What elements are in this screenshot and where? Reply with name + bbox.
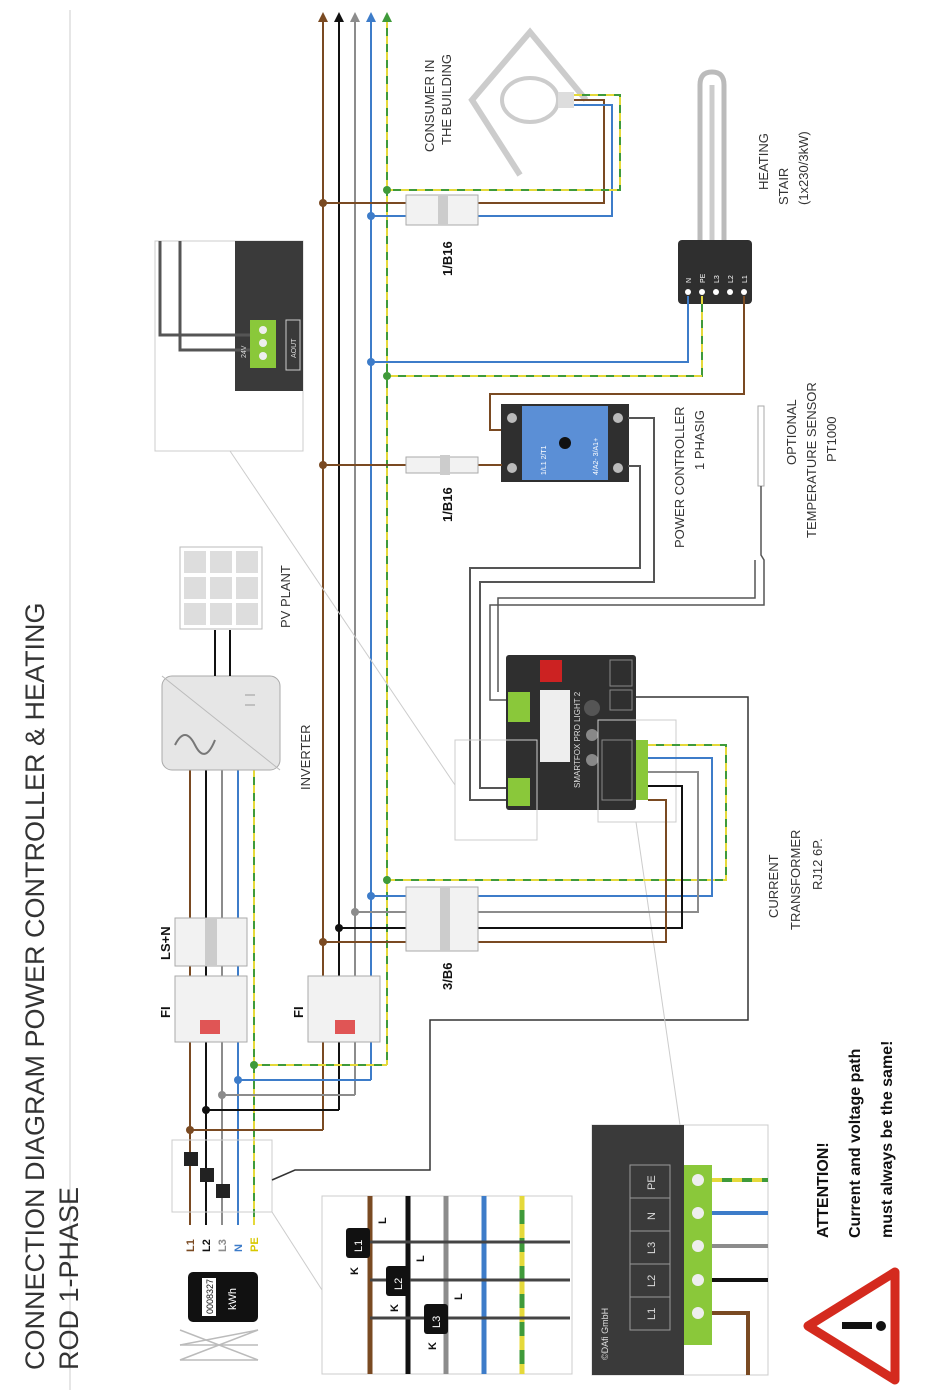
temp-sensor-label: OPTIONAL TEMPERATURE SENSOR PT1000 — [784, 382, 839, 538]
power-controller — [501, 404, 629, 482]
meter-reading: 0008327 — [205, 1279, 215, 1314]
pc-wires — [323, 417, 655, 801]
term-l2: L2 — [646, 1275, 658, 1287]
heating-term-pe: PE — [700, 273, 707, 283]
dafi-label: ©DAfi GmbH — [600, 1308, 610, 1360]
inverter-label: INVERTER — [298, 725, 313, 791]
consumer-house — [468, 27, 589, 177]
term-l1: L1 — [646, 1308, 658, 1320]
fi-right — [307, 975, 381, 1043]
ct-zoom-l-a: L — [377, 1217, 389, 1224]
pv-panel — [179, 546, 263, 630]
page-subtitle: ROD 1-PHASE — [54, 1187, 84, 1370]
temp-label-line1: OPTIONAL — [784, 399, 799, 465]
breaker-mid-label: 1/B16 — [440, 487, 455, 522]
aout-24v: 24V — [241, 345, 248, 358]
pc-label: POWER CONTROLLER 1 PHASIG — [672, 406, 707, 548]
heating-rod — [678, 69, 752, 304]
ct-zoom-labels: L1 L2 L3 K K K L L L — [349, 1217, 465, 1350]
smartfox-device — [506, 655, 648, 810]
ct-zoom-l-b: L — [415, 1255, 427, 1262]
ls-n-label: LS+N — [158, 926, 173, 960]
term-n: N — [646, 1212, 658, 1220]
temp-label-line3: PT1000 — [824, 416, 839, 462]
energy-meter — [188, 1272, 258, 1322]
heating-label: HEATING STAIR (1x230/3kW) — [756, 131, 811, 205]
pc-label-line1: POWER CONTROLLER — [672, 406, 687, 548]
phase-label-l1: L1 — [185, 1239, 197, 1252]
title-block: CONNECTION DIAGRAM POWER CONTROLLER & HE… — [20, 10, 84, 1390]
temp-label-line2: TEMPERATURE SENSOR — [804, 382, 819, 538]
heating-label-line3: (1x230/3kW) — [796, 131, 811, 205]
heating-label-line2: STAIR — [776, 168, 791, 205]
terminal-zoom — [591, 1124, 769, 1376]
ct-label-line2: TRANSFORMER — [788, 830, 803, 930]
smartfox-brand: SMARTFOX PRO LIGHT 2 — [573, 691, 582, 788]
fi-left-label: FI — [158, 1006, 173, 1018]
ct-zoom-k2: K — [389, 1304, 401, 1312]
ls-n-breaker — [174, 917, 248, 967]
pc-term-2: 4/A2- 3/A1+ — [593, 438, 600, 475]
attention-block — [803, 1267, 900, 1385]
bus-arrows — [318, 12, 392, 22]
term-l3: L3 — [646, 1242, 658, 1254]
terminal-zoom-labels: PE N L3 L2 L1 ©DAfi GmbH — [600, 1175, 658, 1360]
breaker-top — [405, 194, 479, 226]
ct-bundle — [171, 696, 749, 1213]
attention-line2: must always be the same! — [879, 1041, 896, 1238]
phase-labels: L1 L2 L3 N PE — [185, 1237, 261, 1252]
pc-term-1: 1/L1 2/T1 — [541, 445, 548, 475]
attention-line1: Current and voltage path — [847, 1049, 864, 1238]
heating-terminal-labels: N PE L3 L2 L1 — [686, 273, 749, 283]
junction-dots — [186, 1061, 258, 1134]
page-title: CONNECTION DIAGRAM POWER CONTROLLER & HE… — [20, 602, 50, 1370]
heating-label-line1: HEATING — [756, 133, 771, 190]
fi-right-label: FI — [291, 1006, 306, 1018]
fi-left — [174, 975, 248, 1043]
phase-label-n: N — [233, 1244, 245, 1252]
ct-label-line3: RJ12 6P. — [810, 838, 825, 890]
inverter — [161, 675, 281, 771]
ct-zoom-l-c: L — [453, 1293, 465, 1300]
ct-zoom — [321, 1195, 573, 1375]
pylon-icon — [179, 1329, 259, 1361]
breaker-3p-label: 3/B6 — [440, 963, 455, 990]
attention-heading: ATTENTION! — [815, 1142, 832, 1238]
phase-label-l2: L2 — [201, 1239, 213, 1252]
phase-label-pe: PE — [249, 1237, 261, 1252]
heating-term-n: N — [686, 278, 693, 283]
ct-zoom-l1: L1 — [353, 1240, 365, 1252]
breaker-mid — [405, 455, 479, 475]
heating-term-l3: L3 — [714, 275, 721, 283]
pc-label-line2: 1 PHASIG — [692, 410, 707, 470]
ct-label: CURRENT TRANSFORMER RJ12 6P. — [766, 830, 825, 930]
ct-zoom-l2: L2 — [393, 1278, 405, 1290]
meter-unit: kWh — [227, 1288, 239, 1310]
ct-zoom-k1: K — [349, 1267, 361, 1275]
consumer-label: CONSUMER IN THE BUILDING — [422, 54, 454, 152]
aout-label: AOUT — [291, 338, 298, 358]
pv-label: PV PLANT — [278, 565, 293, 628]
ct-label-line1: CURRENT — [766, 854, 781, 918]
breaker-top-label: 1/B16 — [440, 241, 455, 276]
ct-zoom-l3: L3 — [431, 1316, 443, 1328]
heating-term-l1: L1 — [742, 275, 749, 283]
term-pe: PE — [646, 1175, 658, 1190]
phase-label-l3: L3 — [217, 1239, 229, 1252]
consumer-label-line1: CONSUMER IN — [422, 60, 437, 152]
breaker-3p — [405, 886, 479, 952]
consumer-wires — [323, 94, 621, 217]
heating-term-l2: L2 — [728, 275, 735, 283]
smartfox-meter-wires — [323, 744, 727, 943]
ct-zoom-k3: K — [427, 1342, 439, 1350]
main-busbars — [322, 20, 388, 1130]
aout-zoom — [154, 240, 304, 452]
consumer-label-line2: THE BUILDING — [439, 54, 454, 145]
temp-sensor — [489, 405, 765, 701]
heating-wires — [371, 296, 745, 431]
